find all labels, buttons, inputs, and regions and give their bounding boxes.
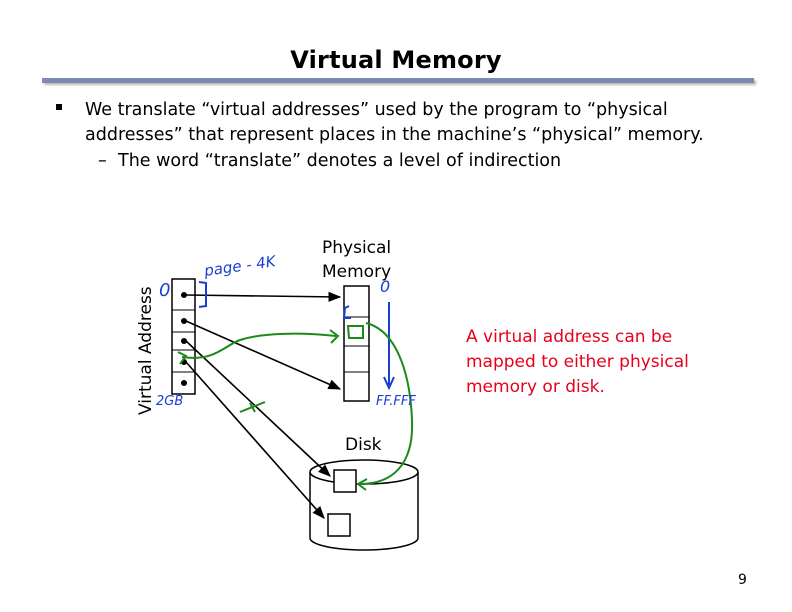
title-rule [42, 78, 754, 83]
bullet-text: We translate “virtual addresses” used by… [85, 100, 704, 145]
virtual-bottom-2gb: 2GB [156, 394, 183, 409]
mapping-note: A virtual address can be mapped to eithe… [466, 327, 689, 397]
page-bracket [198, 281, 207, 308]
green-swap-path [181, 332, 337, 359]
physical-bracket [342, 305, 351, 319]
green-disk-path [359, 322, 414, 485]
sub-bullet-text: The word “translate” denotes a level of … [118, 151, 562, 171]
physical-top-zero: 0 [380, 277, 390, 296]
blue-annotations [198, 281, 395, 391]
physical-memory-table [343, 285, 370, 402]
green-page-frame [346, 325, 364, 339]
page-number: 9 [738, 572, 747, 588]
slide-title: Virtual Memory [290, 46, 502, 74]
green-annotations [177, 322, 414, 491]
physical-bottom-ff: FF.FFF [376, 394, 416, 409]
physical-memory-label: Physical Memory [322, 236, 391, 284]
physical-label-line1: Physical [322, 238, 392, 258]
virtual-address-table [171, 278, 196, 395]
physical-down-arrowhead [383, 376, 395, 391]
virtual-top-zero: 0 [159, 280, 170, 301]
sub-bullet-dash: – [98, 151, 107, 171]
virtual-address-label: Virtual Address [136, 286, 156, 415]
bullet-marker [56, 104, 62, 110]
mapping-arrows [185, 291, 342, 519]
disk-cylinder [309, 459, 419, 551]
page-size-note: page - 4K [202, 252, 278, 280]
disk-label: Disk [345, 435, 382, 455]
physical-label-line2: Memory [322, 262, 392, 282]
green-check [177, 351, 188, 365]
